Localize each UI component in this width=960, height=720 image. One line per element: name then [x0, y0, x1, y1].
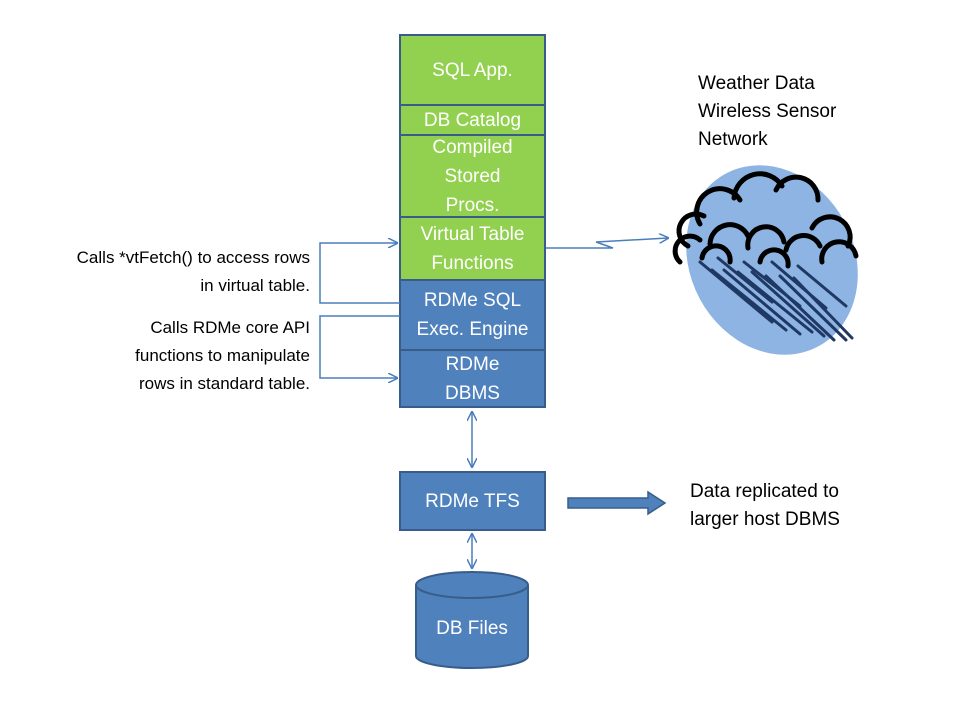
- virtual-table-block: [399, 216, 546, 281]
- vtfetch-annotation: Calls *vtFetch() to access rows in virtu…: [76, 248, 310, 295]
- replication-label: Data replicated to larger host DBMS: [690, 481, 840, 530]
- cloud-rain-icon: [672, 165, 859, 355]
- vtfetch-arrow: [319, 243, 400, 304]
- replication-arrow: [567, 490, 667, 516]
- sensor-network-title: Weather Data Wireless Sensor Network: [698, 73, 837, 150]
- db-catalog-block: [399, 104, 546, 136]
- core-api-arrow: [319, 315, 400, 378]
- db-files-cylinder: [415, 571, 529, 669]
- core-api-annotation: Calls RDMe core API functions to manipul…: [135, 318, 310, 393]
- sql-engine-block: [399, 279, 546, 351]
- stored-procs-block: [399, 134, 546, 218]
- sensor-arrow: [546, 238, 668, 249]
- dbms-block: [399, 349, 546, 408]
- sql-app-block: [399, 34, 546, 106]
- tfs-block: [399, 471, 546, 531]
